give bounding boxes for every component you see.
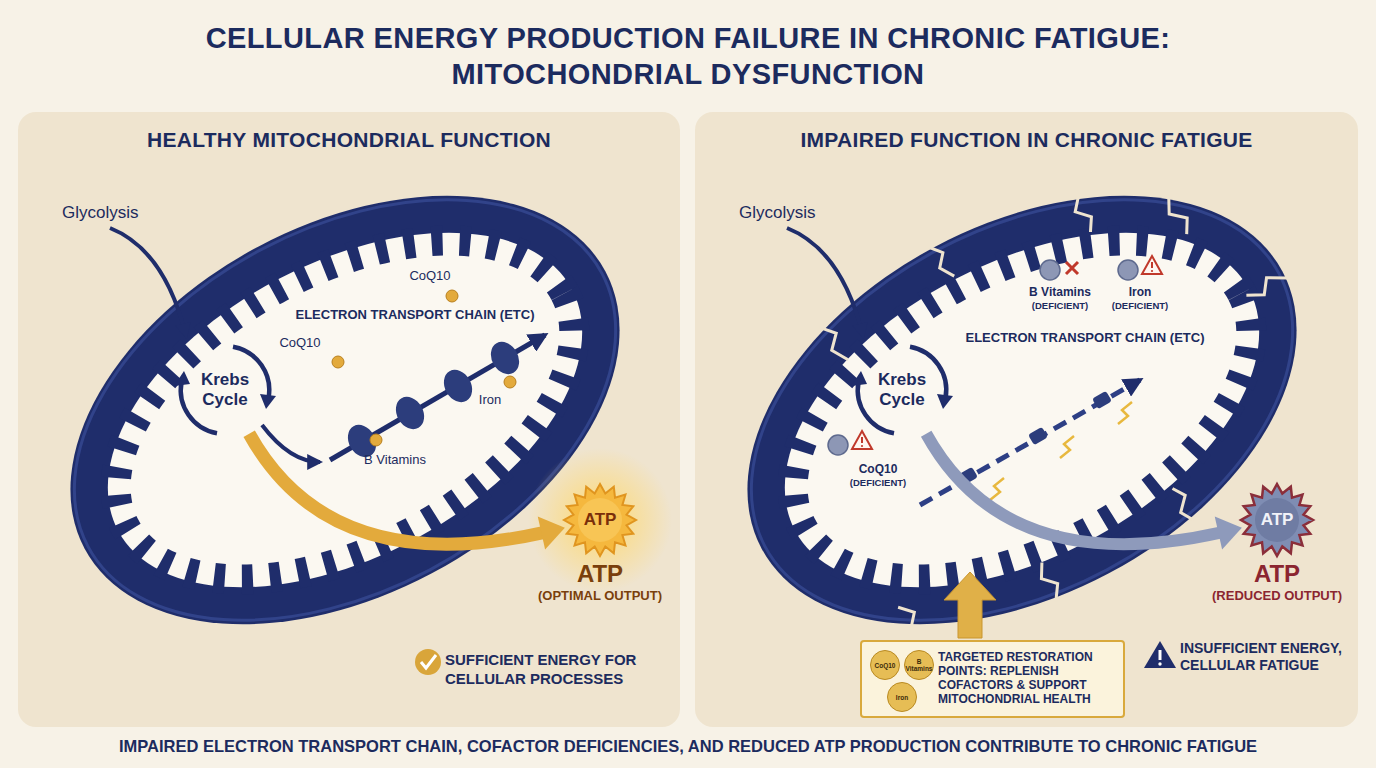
output-heading: ATP — [1187, 560, 1367, 588]
arrow-head — [1215, 516, 1242, 549]
node-text: Krebs Cycle — [862, 370, 942, 410]
panel-heading: HEALTHY MITOCHONDRIAL FUNCTION — [18, 128, 680, 152]
node-text: B Vitamins — [905, 658, 933, 672]
atp-burst: ATPATP(REDUCED OUTPUT) — [1241, 484, 1313, 556]
status-note: INSUFFICIENT ENERGY, CELLULAR FATIGUE — [1180, 640, 1350, 674]
deficiency-note: (DEFICIENT) — [1101, 300, 1179, 311]
glycolysis-arrow — [110, 228, 186, 336]
output-note: (OPTIMAL OUTPUT) — [500, 588, 700, 604]
chain-label: ELECTRON TRANSPORT CHAIN (ETC) — [270, 307, 560, 323]
energy-flow-arrow — [249, 434, 565, 550]
cofactor-label: CoQ10 — [843, 462, 913, 476]
krebs-cycle: Krebs Cycle — [175, 340, 275, 440]
node-text: Krebs Cycle — [185, 370, 265, 410]
deficiency-note: (DEFICIENT) — [1021, 300, 1099, 311]
electron-transport-chain — [330, 335, 545, 462]
restoration-box: TARGETED RESTORATION POINTS: REPLENISH C… — [860, 640, 1125, 718]
sparks — [990, 402, 1132, 500]
cofactor-label: CoQ10 — [400, 268, 460, 284]
arrow-shaft — [926, 434, 1220, 544]
cofactor-label: Iron — [465, 392, 515, 408]
node-text: CoQ10 — [871, 662, 899, 669]
atp-symbol: ATP — [564, 511, 636, 529]
panel-heading: IMPAIRED FUNCTION IN CHRONIC FATIGUE — [695, 128, 1358, 152]
cofactor-label: CoQ10 — [270, 335, 330, 351]
broken-electron-transport-chain — [920, 380, 1140, 505]
cofactor-label: B Vitamins — [1021, 285, 1099, 299]
warning-triangle — [1144, 641, 1176, 668]
arrow-shaft — [249, 434, 543, 544]
cofactor-label: Iron — [1105, 285, 1175, 299]
output-heading: ATP — [500, 560, 700, 588]
energy-flow-arrow — [926, 434, 1242, 550]
glycolysis-arrow — [787, 228, 863, 336]
membrane-cracks — [754, 103, 1370, 668]
restoration-text: TARGETED RESTORATION POINTS: REPLENISH C… — [938, 642, 1123, 714]
check-badge — [415, 649, 441, 675]
chain-label: ELECTRON TRANSPORT CHAIN (ETC) — [940, 330, 1230, 346]
stage-label: Glycolysis — [739, 203, 816, 223]
arrow-head — [538, 516, 565, 549]
mitochondrion — [675, 108, 1370, 712]
node-text: Iron — [888, 694, 916, 701]
deficiency-note: (DEFICIENT) — [839, 477, 917, 488]
stage-label: Glycolysis — [62, 203, 139, 223]
cofactor-badge: B Vitamins — [904, 650, 934, 680]
restoration-arrow — [944, 572, 996, 638]
cofactor-badge: CoQ10 — [870, 650, 900, 680]
diagram-title: CELLULAR ENERGY PRODUCTION FAILURE IN CH… — [118, 20, 1258, 92]
status-note: SUFFICIENT ENERGY FOR CELLULAR PROCESSES — [445, 650, 675, 688]
krebs-cycle: Krebs Cycle — [852, 340, 952, 440]
output-note: (REDUCED OUTPUT) — [1187, 588, 1367, 604]
cofactor-label: B Vitamins — [350, 452, 440, 468]
atp-burst: ATPATP(OPTIMAL OUTPUT) — [564, 484, 636, 556]
cofactor-badge: Iron — [887, 682, 917, 712]
mitochondrion — [0, 108, 692, 712]
atp-symbol: ATP — [1241, 511, 1313, 529]
diagram-caption: IMPAIRED ELECTRON TRANSPORT CHAIN, COFAC… — [20, 736, 1356, 756]
deficient-icon — [828, 256, 1162, 455]
